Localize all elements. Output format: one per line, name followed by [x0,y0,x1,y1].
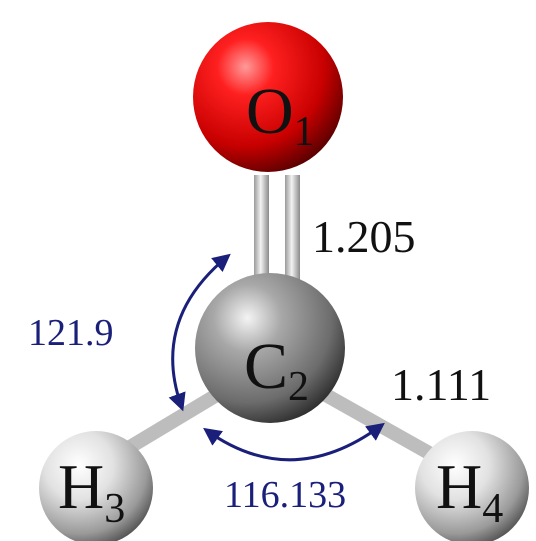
atoms [39,22,529,541]
h4-label: H4 [436,451,503,532]
angle-arcs [168,253,385,462]
o1-label: O1 [246,75,315,155]
h-c-o-angle-arc [168,253,231,412]
oxygen-atom [193,22,343,172]
h-c-h-angle-label: 116.133 [224,474,346,516]
carbon-atom [195,273,345,423]
co-bond-left [254,175,269,290]
h-c-h-angle-arc [203,422,385,462]
atom-labels: O1 C2 H3 H4 [58,75,503,532]
co-bond-right [285,175,300,290]
h-c-o-angle-label: 121.9 [28,312,114,354]
h3-label: H3 [58,451,125,532]
hydrogen-atom-4 [415,431,529,541]
co-bond-length: 1.205 [312,211,416,262]
ch-bond-length: 1.111 [391,359,491,410]
c2-label: C2 [244,330,309,410]
hydrogen-atom-3 [39,431,153,541]
